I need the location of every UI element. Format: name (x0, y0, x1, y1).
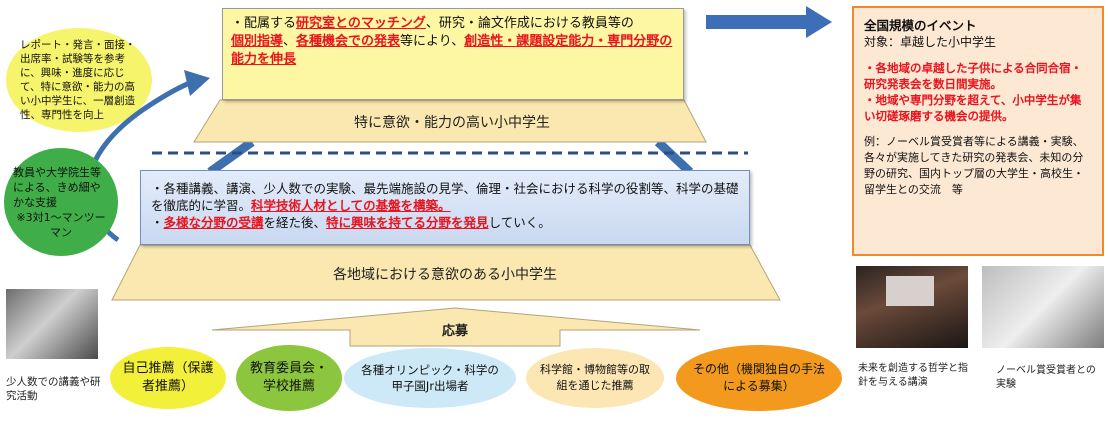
highlight-foundation: 科学技術人材としての基盤を構築。 (251, 198, 451, 213)
text-span: 配属する (244, 16, 297, 31)
basic-text: ・各種講義、講演、少人数での実験、最先端施設の見学、倫理・社会における科学の役割… (151, 181, 739, 213)
apply-arrow (211, 307, 701, 347)
basic-program-box: ・各種講義、講演、少人数での実験、最先端施設の見学、倫理・社会における科学の役割… (140, 170, 750, 245)
lower-level-label: 各地域における意欲のある小中学生 (333, 267, 557, 283)
bullet: ・ (231, 16, 245, 31)
event-item-exchange: ・地域や専門分野を超えて、小中学生が集い切磋琢磨する機会の提供。 (864, 93, 1082, 123)
highlight-discover: 特に興味を持てる分野を発見 (326, 215, 489, 230)
text-span: していく。 (488, 215, 551, 230)
event-target: 対象：卓越した小中学生 (864, 35, 997, 49)
event-title: 全国規模のイベント (864, 18, 977, 33)
highlight-diverse: 多様な分野の受講 (163, 215, 264, 230)
lecture-hall-caption: 未来を創造する哲学と指針を与える講演 (858, 363, 968, 388)
oval-label: 教育委員会・学校推薦 (249, 361, 328, 394)
oval-label: 科学館・博物館等の取組を通じた推薦 (540, 363, 650, 392)
experiment-caption: ノーベル賞受賞者との実験 (996, 365, 1096, 390)
oval-label: 自己推薦（保護者推薦） (122, 361, 214, 394)
olympiad-oval: 各種オリンピック・科学の甲子園Jr出場者 (344, 348, 516, 408)
lecture-caption: 少人数での講義や研究活動 (6, 376, 101, 402)
upper-level-label: 特に意欲・能力の高い小中学生 (354, 115, 550, 131)
guidance-circle: レポート・発言・面接・出席率・試験等を参考に、興味・進度に応じて、特に意欲・能力… (6, 28, 152, 132)
event-example: 例：ノーベル賞受賞者等による講義・実験、各々が実施してきた研究の発表会、未知の分… (864, 135, 1084, 196)
upper-trapezoid (193, 99, 707, 143)
experiment-photo (982, 266, 1104, 348)
text-span: 等により、 (400, 34, 465, 49)
event-item-camp: ・各地域の卓越した子供による合同合宿・研究発表会を数日間実施。 (864, 61, 1083, 91)
national-event-box: 全国規模のイベント 対象：卓越した小中学生 ・各地域の卓越した子供による合同合宿… (852, 6, 1104, 256)
advanced-program-box: ・配属する研究室とのマッチング、研究・論文作成における教員等の 個別指導、各種機… (222, 8, 684, 100)
right-arrow (706, 6, 832, 38)
support-ratio: ※3対1～マンツーマン (16, 210, 106, 239)
highlight-matching: 研究室とのマッチング (296, 16, 426, 31)
museum-oval: 科学館・博物館等の取組を通じた推薦 (526, 348, 664, 408)
text-span: 、 (283, 34, 297, 49)
text-span: 、研究・論文作成における教員等の (425, 16, 634, 31)
lower-trapezoid (111, 244, 781, 301)
self-recommendation-oval: 自己推薦（保護者推薦） (110, 347, 226, 409)
oval-label: 各種オリンピック・科学の甲子園Jr出場者 (361, 363, 499, 393)
text-span: を経た後、 (263, 215, 327, 230)
bullet: ・ (151, 215, 164, 230)
guidance-text: レポート・発言・面接・出席率・試験等を参考に、興味・進度に応じて、特に意欲・能力… (20, 39, 136, 121)
support-text: 教員や大学院生等による、きめ細やかな支援 (13, 165, 101, 209)
school-recommendation-oval: 教育委員会・学校推薦 (236, 345, 342, 411)
highlight-guidance: 個別指導 (231, 34, 284, 49)
support-circle: 教員や大学院生等による、きめ細やかな支援 ※3対1～マンツーマン (4, 148, 118, 256)
lecture-photo (6, 289, 98, 359)
highlight-presentation: 各種機会での発表 (296, 34, 401, 49)
other-oval: その他（機関独自の手法による募集） (676, 345, 842, 411)
apply-label: 応募 (441, 323, 468, 339)
lecture-hall-photo (856, 266, 968, 348)
highlight-abilities: 創造性・課題設定能力・専門分野の能力を伸長 (231, 34, 673, 67)
oval-label: その他（機関独自の手法による募集） (692, 362, 825, 393)
